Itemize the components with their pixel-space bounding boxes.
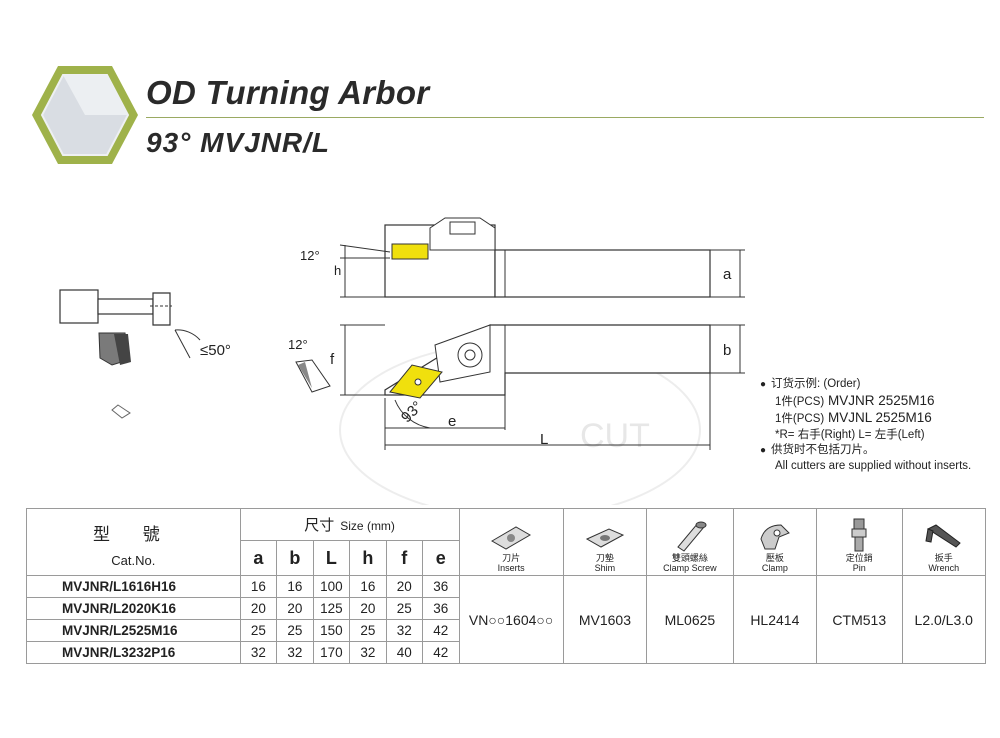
cell-L: 170 <box>312 641 351 664</box>
clamp-value: HL2414 <box>732 575 818 664</box>
cell-L: 125 <box>312 597 351 620</box>
wrench-icon <box>925 524 961 548</box>
cat-no: MVJNR/L2020K16 <box>26 597 241 620</box>
order-notes: ● 订货示例: (Order) 1件(PCS) MVJNR 2525M16 1件(… <box>760 377 971 474</box>
cell-L: 150 <box>312 619 351 642</box>
title-divider <box>146 117 984 118</box>
clamp-icon <box>760 524 790 550</box>
cell-f: 40 <box>385 641 424 664</box>
dim-b-label: b <box>723 342 731 359</box>
bullet-icon: ● <box>760 379 767 390</box>
cell-h: 20 <box>349 597 387 620</box>
cell-b: 20 <box>276 597 314 620</box>
cell-e: 36 <box>422 575 460 598</box>
cell-a: 16 <box>239 575 278 598</box>
approach-angle-label: 93° <box>398 398 426 426</box>
cell-h: 32 <box>349 641 387 664</box>
example-left: MVJNL 2525M16 <box>827 410 932 425</box>
cell-a: 25 <box>239 619 278 642</box>
dim-header-e: e <box>422 540 460 576</box>
cat-header-en: Cat.No. <box>111 553 156 568</box>
table-row: MVJNR/L3232P16 32 32 170 32 40 42 <box>26 641 986 664</box>
cat-no: MVJNR/L2525M16 <box>26 619 241 642</box>
dim-header-b: b <box>276 540 314 576</box>
dim-header-h: h <box>349 540 387 576</box>
cat-header-cn: 型 號 <box>92 525 174 544</box>
cell-e: 42 <box>422 641 460 664</box>
cell-e: 36 <box>422 597 460 620</box>
dim-header-L: L <box>312 540 351 576</box>
elevation-view: 12° h a <box>300 217 745 298</box>
cat-no: MVJNR/L3232P16 <box>26 641 241 664</box>
cell-f: 20 <box>385 575 424 598</box>
dim-h-label: h <box>334 263 341 278</box>
insert-icon <box>491 526 532 550</box>
dim-f-label: f <box>330 351 335 368</box>
pin-value: CTM513 <box>816 575 903 664</box>
size-header: 尺寸 Size (mm) <box>239 508 460 541</box>
angle-label: ≤50° <box>200 342 231 359</box>
order-label: 订货示例: (Order) <box>771 378 861 390</box>
hexagon-logo-icon <box>32 66 138 164</box>
cell-h: 16 <box>349 575 387 598</box>
cell-a: 20 <box>239 597 278 620</box>
cat-no: MVJNR/L1616H16 <box>26 575 241 598</box>
supply-note-cn: 供货时不包括刀片。 <box>771 444 875 456</box>
bullet-icon: ● <box>760 445 767 456</box>
hand-legend: *R= 右手(Right) L= 左手(Left) <box>775 428 925 441</box>
cat-header: 型 號 Cat.No. <box>26 508 241 576</box>
example-right: MVJNR 2525M16 <box>827 392 935 408</box>
cell-L: 100 <box>312 575 351 598</box>
cell-e: 42 <box>422 619 460 642</box>
watermark: CUT <box>339 341 701 505</box>
dim-header-a: a <box>239 540 278 576</box>
clamp-screw-icon <box>677 521 707 552</box>
shim-icon <box>585 528 625 548</box>
cell-h: 25 <box>349 619 387 642</box>
cell-b: 25 <box>276 619 314 642</box>
pcs-label: 1件(PCS) <box>775 413 825 425</box>
table-row: MVJNR/L1616H16 16 16 100 16 20 36 VN○○16… <box>26 575 986 664</box>
screw-value: ML0625 <box>646 575 734 664</box>
table-row: MVJNR/L2525M16 25 25 150 25 32 42 <box>26 619 986 642</box>
cell-f: 32 <box>385 619 424 642</box>
cell-b: 32 <box>276 641 314 664</box>
pcs-label: 1件(PCS) <box>775 395 825 408</box>
dim-L-label: L <box>540 431 548 448</box>
plan-view: 12° f b e L 93° <box>288 324 745 450</box>
insert-value: VN○○1604○○ <box>458 575 564 664</box>
angle-label-top: 12° <box>300 248 320 263</box>
dim-e-label: e <box>448 413 456 430</box>
side-view: ≤50° <box>59 289 231 419</box>
cell-a: 32 <box>239 641 278 664</box>
dim-header-f: f <box>385 540 424 576</box>
watermark-text: CUT <box>580 417 650 455</box>
size-header-en: Size (mm) <box>340 519 395 533</box>
page-subtitle: 93° MVJNR/L <box>146 127 331 158</box>
cell-f: 25 <box>385 597 424 620</box>
supply-note-en: All cutters are supplied without inserts… <box>775 459 972 472</box>
pin-icon <box>851 518 867 552</box>
cell-b: 16 <box>276 575 314 598</box>
size-header-cn: 尺寸 <box>304 517 335 534</box>
page-title: OD Turning Arbor <box>146 74 430 111</box>
dim-a-label: a <box>723 266 732 283</box>
shim-value: MV1603 <box>562 575 648 664</box>
angle-label-plan: 12° <box>288 337 308 352</box>
wrench-value: L2.0/L3.0 <box>901 575 986 664</box>
